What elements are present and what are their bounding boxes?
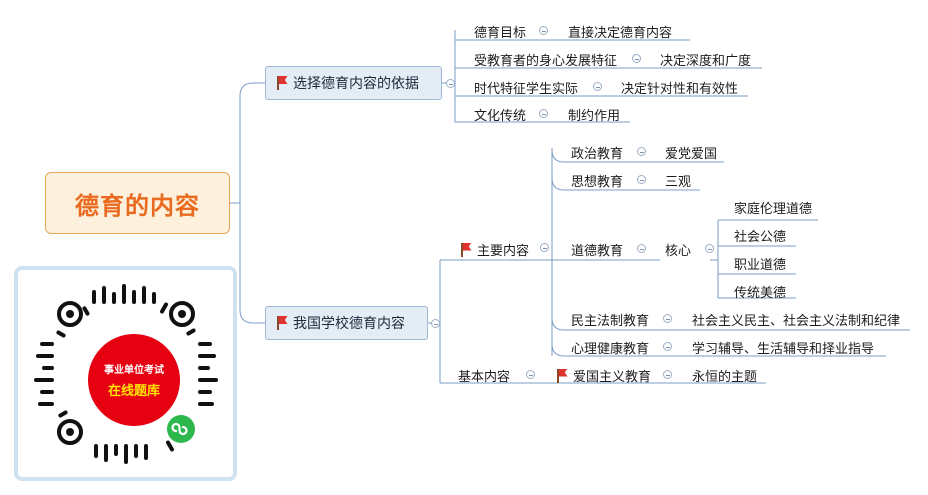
wechat-miniprogram-icon xyxy=(167,415,195,443)
collapse-icon[interactable] xyxy=(446,79,455,88)
root-topic-label: 德育的内容 xyxy=(75,191,200,220)
collapse-icon[interactable] xyxy=(431,319,440,328)
collapse-icon[interactable] xyxy=(632,54,641,63)
basis-item-label: 受教育者的身心发展特征 xyxy=(474,54,618,69)
main-item-result: 社会主义民主、社会主义法制和纪律 xyxy=(692,314,901,329)
collapse-icon[interactable] xyxy=(637,147,646,156)
flag-icon xyxy=(276,76,288,90)
basic-item-node[interactable]: 爱国主义教育 xyxy=(556,366,651,385)
qr-line2: 在线题库 xyxy=(107,384,160,399)
main-item-label: 思想教育 xyxy=(571,175,624,190)
topic-school-content[interactable]: 我国学校德育内容 xyxy=(265,306,428,340)
collapse-icon[interactable] xyxy=(663,314,672,323)
main-item-result: 爱党爱国 xyxy=(665,147,718,162)
root-topic[interactable]: 德育的内容 xyxy=(45,172,230,234)
moral-subitem: 社会公德 xyxy=(734,230,787,245)
collapse-icon[interactable] xyxy=(705,244,714,253)
basis-item-result: 直接决定德育内容 xyxy=(568,26,673,41)
qr-center-badge: 事业单位考试 在线题库 xyxy=(88,334,180,426)
basic-item-label: 爱国主义教育 xyxy=(573,370,652,385)
flag-icon xyxy=(556,368,568,383)
main-item-result: 三观 xyxy=(665,175,692,190)
flag-icon xyxy=(276,316,288,330)
basis-item-label: 时代特征学生实际 xyxy=(474,82,579,97)
collapse-icon[interactable] xyxy=(637,244,646,253)
qr-line1: 事业单位考试 xyxy=(104,365,164,376)
basis-item-label: 文化传统 xyxy=(474,109,527,124)
topic-school-content-label: 我国学校德育内容 xyxy=(293,316,405,332)
main-content-node[interactable]: 主要内容 xyxy=(460,240,529,259)
collapse-icon[interactable] xyxy=(539,109,548,118)
flag-icon xyxy=(460,242,472,257)
collapse-icon[interactable] xyxy=(663,370,672,379)
moral-subitem: 传统美德 xyxy=(734,286,787,301)
topic-basis[interactable]: 选择德育内容的依据 xyxy=(265,66,442,100)
collapse-icon[interactable] xyxy=(593,82,602,91)
basis-item-result: 决定针对性和有效性 xyxy=(621,82,739,97)
moral-core-label: 核心 xyxy=(665,244,692,259)
main-content-label: 主要内容 xyxy=(477,244,530,259)
moral-subitem: 家庭伦理道德 xyxy=(734,202,813,217)
main-item-label: 心理健康教育 xyxy=(571,342,650,357)
main-item-result: 学习辅导、生活辅导和择业指导 xyxy=(692,342,875,357)
collapse-icon[interactable] xyxy=(539,26,548,35)
basic-content-label: 基本内容 xyxy=(458,370,511,385)
topic-basis-label: 选择德育内容的依据 xyxy=(293,76,419,92)
main-item-label: 政治教育 xyxy=(571,147,624,162)
basis-item-label: 德育目标 xyxy=(474,26,527,41)
basic-item-result: 永恒的主题 xyxy=(692,370,758,385)
collapse-icon[interactable] xyxy=(663,342,672,351)
basis-item-result: 制约作用 xyxy=(568,109,621,124)
main-item-label: 道德教育 xyxy=(571,244,624,259)
basis-item-result: 决定深度和广度 xyxy=(660,54,752,69)
collapse-icon[interactable] xyxy=(526,370,535,379)
moral-subitem: 职业道德 xyxy=(734,258,787,273)
main-item-label: 民主法制教育 xyxy=(571,314,650,329)
collapse-icon[interactable] xyxy=(540,243,549,252)
collapse-icon[interactable] xyxy=(637,175,646,184)
